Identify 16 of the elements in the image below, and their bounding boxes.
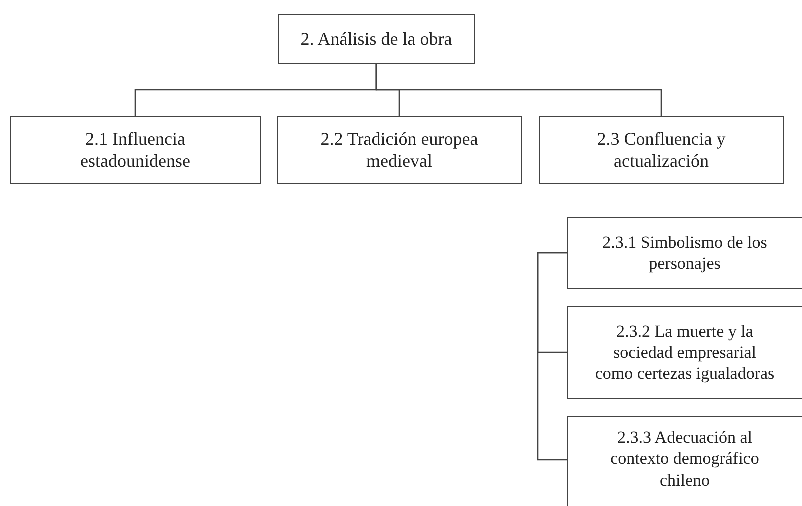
connector-line xyxy=(537,252,567,461)
topic-label: 2.3.3 Adecuación al contexto demográfico chileno xyxy=(610,427,760,491)
topic-label: 2.3 Confluencia y actualización xyxy=(596,128,727,172)
topic-box xyxy=(567,306,802,399)
topic-label: 2.1 Influencia estadounidense xyxy=(80,128,192,172)
topic-label: 2.3.1 Simbolismo de los personajes xyxy=(602,232,768,274)
topic-label: 2. Análisis de la obra xyxy=(300,28,452,50)
topic-box xyxy=(539,116,784,184)
topic-box xyxy=(10,116,261,184)
topic-box xyxy=(567,416,802,506)
topic-label: 2.2 Tradición europea medieval xyxy=(320,128,480,172)
connector-line xyxy=(376,64,662,116)
topic-box xyxy=(277,116,522,184)
topic-box xyxy=(567,217,802,289)
topic-label: 2.3.2 La muerte y la sociedad empresarial como certezas igualadoras xyxy=(595,320,775,384)
topic-box xyxy=(278,14,475,64)
